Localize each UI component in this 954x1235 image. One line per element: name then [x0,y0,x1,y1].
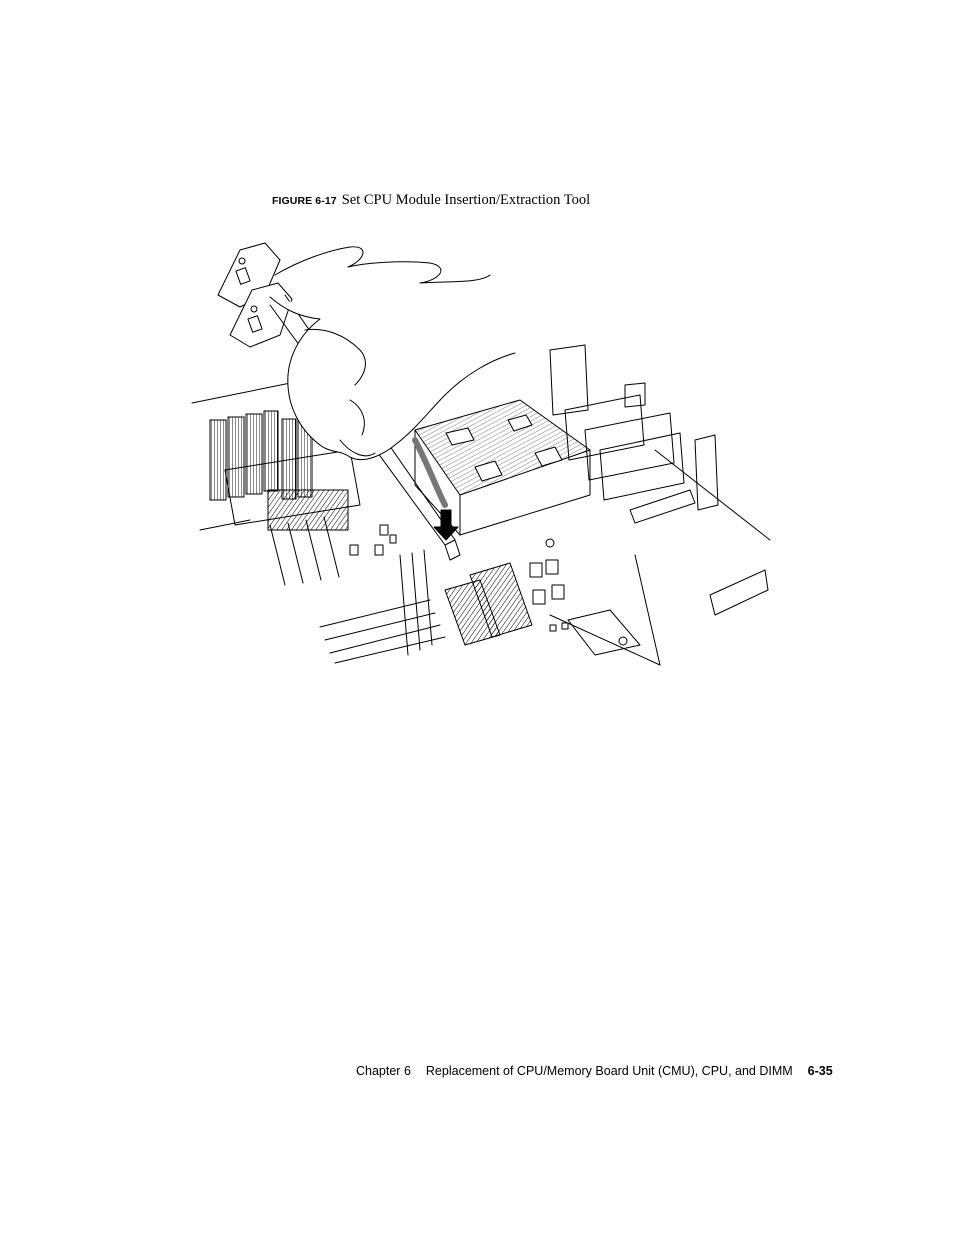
footer-chapter: Chapter 6 [356,1064,411,1078]
cpu-module-tool-illustration [191,242,771,666]
board-components [349,524,628,646]
cpu-heatsink [412,399,591,536]
footer-page-number: 6-35 [807,1064,833,1078]
page-footer: Chapter 6 Replacement of CPU/Memory Board… [356,1064,842,1078]
down-arrow-icon [433,509,459,541]
footer-section-title: Replacement of CPU/Memory Board Unit (CM… [425,1064,793,1078]
expansion-cards [549,344,769,616]
dimm-sockets [444,562,533,646]
figure-title: Set CPU Module Insertion/Extraction Tool [341,192,591,208]
figure-caption: FIGURE 6-17 Set CPU Module Insertion/Extr… [272,191,590,209]
dimm-slots [209,410,446,664]
hand [269,246,516,461]
figure-label: FIGURE 6-17 [272,195,337,207]
